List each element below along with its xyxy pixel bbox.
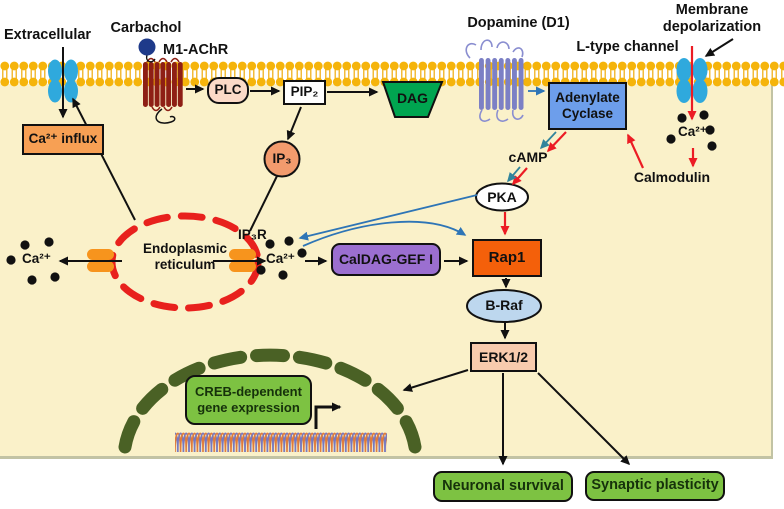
label-carbachol: Carbachol	[110, 20, 182, 36]
l-type-channel-icon	[676, 58, 708, 103]
arrow-pka-to-ip3r-ca	[298, 194, 478, 241]
arrow-pip2-to-ip3	[286, 106, 302, 141]
label-m1-achr: M1-AChR	[163, 42, 229, 58]
ca-label-ip3r: Ca²⁺	[266, 251, 295, 266]
arrow-calmodulin-to-ac	[626, 133, 645, 169]
arrow-er-to-channel	[72, 97, 136, 221]
label-l-type-channel: L-type channel	[576, 39, 679, 55]
dag-label: DAG	[396, 90, 429, 106]
pip2-box: PIP₂	[283, 80, 326, 105]
ca-dots-l-type	[666, 110, 717, 151]
braf-label: B-Raf	[485, 297, 523, 313]
d1-receptor-icon	[465, 39, 524, 122]
erk-box: ERK1/2	[470, 342, 537, 372]
ip3-shape	[263, 140, 301, 178]
dag-shape	[381, 81, 444, 118]
arrow-ca-to-rap1	[302, 220, 467, 247]
nucleus-envelope	[118, 348, 422, 454]
ca-label-l-type: Ca²⁺	[678, 124, 707, 139]
arrow-camp-to-pka-teal	[507, 166, 521, 183]
ip3r-label: IP₃R	[238, 227, 267, 242]
arrow-ac-to-camp-teal	[539, 131, 557, 150]
arrow-ac-to-camp-red	[546, 131, 567, 153]
arrow-erk-to-synaptic-plasticity	[537, 372, 631, 466]
ca-dots-er-left	[6, 237, 60, 285]
er-channel-right	[229, 249, 256, 272]
adenylate-cyclase-box: Adenylate Cyclase	[548, 82, 627, 130]
ca-label-left: Ca²⁺	[22, 251, 51, 266]
carbachol-ligand-icon	[138, 38, 156, 63]
line-ip3-to-ip3r	[249, 175, 278, 232]
arrow-depolarization-pointer	[704, 38, 734, 57]
label-membrane-depolarization: Membrane depolarization	[662, 2, 762, 35]
pka-label: PKA	[487, 189, 517, 205]
calmodulin-label: Calmodulin	[633, 169, 711, 185]
ca-dots-er-right	[256, 236, 307, 280]
m1-loop-squiggle	[155, 108, 176, 124]
label-dopamine-d1: Dopamine (D1)	[467, 15, 570, 31]
camp-label: cAMP	[508, 149, 548, 165]
dna-coil	[175, 424, 387, 452]
calcium-channel-icon	[48, 59, 78, 103]
synaptic-plasticity-box: Synaptic plasticity	[585, 471, 725, 501]
plc-box: PLC	[207, 77, 249, 104]
braf-shape	[466, 289, 542, 323]
transcription-arrow	[314, 402, 342, 429]
er-label: Endoplasmic reticulum	[142, 241, 228, 272]
rap1-box: Rap1	[472, 239, 542, 277]
label-extracellular: Extracellular	[4, 27, 92, 43]
arrow-camp-to-pka-red	[512, 167, 528, 186]
arrow-erk-to-nucleus	[402, 369, 469, 392]
ip3-label: IP₃	[272, 151, 292, 166]
pka-shape	[475, 182, 529, 212]
caldag-gef-box: CalDAG-GEF I	[331, 243, 441, 276]
ca-influx-box: Ca²⁺ influx	[22, 124, 104, 155]
creb-box: CREB-dependent gene expression	[185, 375, 312, 425]
neuronal-survival-box: Neuronal survival	[433, 471, 573, 502]
m1-achr-receptor-icon	[143, 57, 183, 124]
er-channel-left	[87, 249, 114, 272]
